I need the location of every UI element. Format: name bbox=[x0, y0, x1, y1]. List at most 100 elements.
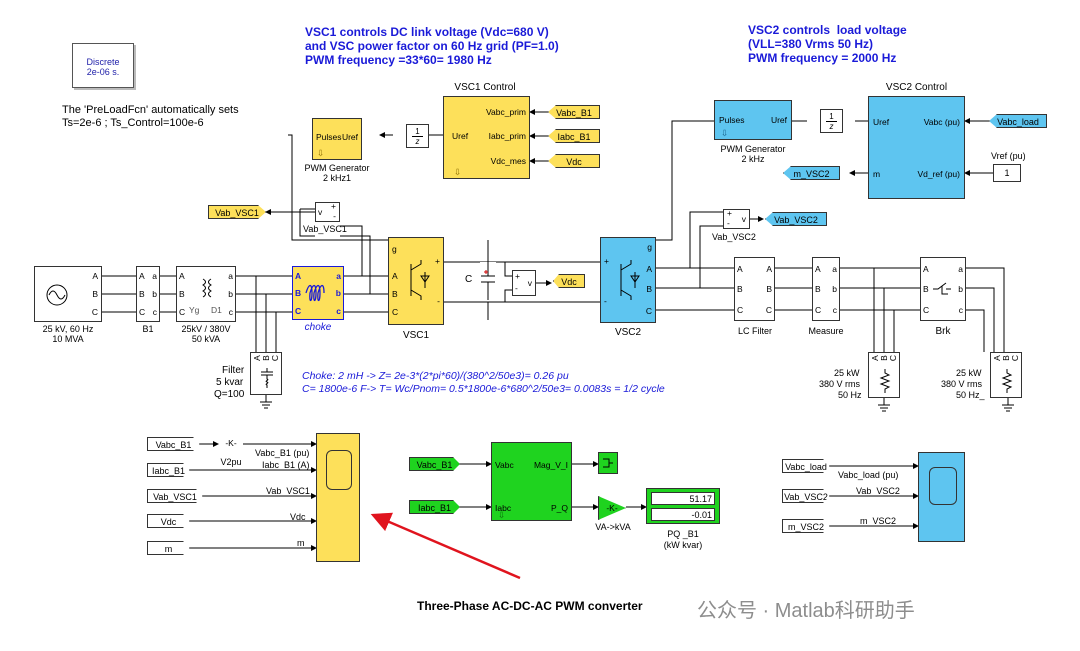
pq-display-q: -0.01 bbox=[651, 508, 715, 521]
from-iabc-b1-1[interactable]: Iabc_B1 bbox=[548, 129, 600, 143]
load-2[interactable]: A B C bbox=[990, 352, 1022, 398]
vmeas2-v-port: v bbox=[741, 214, 746, 224]
capacitor-icon bbox=[481, 262, 495, 300]
from-vab-vsc1[interactable]: Vab_VSC1 bbox=[147, 489, 203, 503]
sig-vab-vsc1: Vab_VSC1 bbox=[266, 486, 310, 496]
load-1[interactable]: A B C bbox=[868, 352, 900, 398]
vsc2-port-plus: + bbox=[604, 256, 609, 266]
vsc1-port-minus: - bbox=[437, 296, 440, 306]
breaker-switch-icon bbox=[933, 282, 951, 295]
from-vab-vsc2[interactable]: Vab_VSC2 bbox=[782, 489, 830, 503]
delay2-den: z bbox=[829, 122, 834, 131]
vsc2-g-port: g bbox=[647, 242, 652, 252]
diagram-title: Three-Phase AC-DC-AC PWM converter bbox=[417, 599, 643, 613]
from-vdc-1[interactable]: Vdc bbox=[548, 154, 600, 168]
unit-delay-1[interactable]: 1 z bbox=[406, 124, 429, 148]
from-iabc-b1-2[interactable]: Iabc_B1 bbox=[147, 463, 190, 477]
from-vabc-load-1[interactable]: Vabc_load bbox=[989, 114, 1047, 128]
b1-out-c: c bbox=[152, 307, 157, 317]
scope-2[interactable] bbox=[918, 452, 965, 542]
vref-constant[interactable]: 1 bbox=[993, 164, 1021, 182]
pq-display[interactable]: 51.17 -0.01 bbox=[646, 488, 720, 524]
terminator[interactable] bbox=[598, 452, 618, 474]
choke-label: choke bbox=[304, 322, 332, 333]
pwm2-pulses-port: Pulses bbox=[719, 115, 745, 125]
pq-out-mag: Mag_V_I bbox=[533, 460, 568, 470]
vdc-measurement[interactable]: + - v bbox=[512, 270, 536, 296]
lc-in-a: A bbox=[737, 264, 743, 274]
scope-1[interactable] bbox=[316, 433, 360, 562]
goto-m-vsc2[interactable]: m_VSC2 bbox=[783, 166, 840, 180]
lc-filter-label: LC Filter bbox=[737, 326, 772, 336]
source-port-c: C bbox=[91, 307, 98, 317]
vmeas1-minus: - bbox=[333, 211, 336, 221]
from-iabc-b1-3[interactable]: Iabc_B1 bbox=[409, 500, 460, 514]
from-vabc-b1-2[interactable]: Vabc_B1 bbox=[147, 437, 200, 451]
lc-out-a: A bbox=[766, 264, 772, 274]
terminator-icon bbox=[603, 458, 613, 468]
from-m-vsc2[interactable]: m_VSC2 bbox=[782, 519, 830, 533]
sig-m-vsc2: m_VSC2 bbox=[860, 516, 897, 526]
from-m[interactable]: m bbox=[147, 541, 190, 555]
filter-block[interactable]: A B C bbox=[250, 352, 282, 395]
from-vabc-b1-1[interactable]: Vabc_B1 bbox=[548, 105, 600, 119]
resistor-icon bbox=[879, 369, 891, 393]
vsc1-ctrl-vabc-port: Vabc_prim bbox=[486, 107, 526, 117]
cap-label: C bbox=[465, 274, 473, 285]
vmeas1-v-port: v bbox=[318, 207, 323, 217]
brk-out-c: c bbox=[958, 305, 963, 315]
meas-in-c: C bbox=[815, 305, 822, 315]
pwm1-label: PWM Generator bbox=[304, 163, 370, 173]
brk-in-c: C bbox=[923, 305, 930, 315]
source-label-2: 10 MVA bbox=[52, 334, 84, 344]
choke-in-b: B bbox=[295, 288, 302, 298]
breaker-block[interactable]: A B C a b c bbox=[920, 257, 966, 321]
from-vabc-b1-3[interactable]: Vabc_B1 bbox=[409, 457, 460, 471]
load2-label-2: 380 V rms bbox=[941, 379, 983, 389]
meas-out-c: c bbox=[832, 305, 837, 315]
choke-inductor[interactable]: A B C a b c bbox=[292, 266, 344, 320]
three-phase-source[interactable]: A B C bbox=[34, 266, 102, 322]
vsc1-control-block[interactable]: Uref Vabc_prim Iabc_prim Vdc_mes ⇩ bbox=[443, 96, 530, 179]
voltage-measurement-vsc1[interactable]: v + - bbox=[315, 201, 340, 222]
source-label-1: 25 kV, 60 Hz bbox=[42, 324, 94, 334]
goto-vab-vsc1[interactable]: Vab_VSC1 bbox=[208, 205, 266, 219]
transformer[interactable]: A B C a b c Yg D1 bbox=[176, 266, 236, 322]
vsc1-converter[interactable]: g A B C + - bbox=[388, 237, 444, 325]
vsc1-ctrl-arrow-icon: ⇩ bbox=[454, 167, 462, 177]
vdc-meas-plus: + bbox=[515, 271, 520, 281]
pwm-generator-1[interactable]: Pulses Uref ⇩ bbox=[312, 118, 362, 160]
from-vdc-2[interactable]: Vdc bbox=[147, 514, 190, 528]
goto-vab-vsc2[interactable]: Vab_VSC2 bbox=[765, 212, 827, 226]
powergui-block[interactable]: Discrete 2e-06 s. bbox=[72, 43, 134, 88]
goto-vdc[interactable]: Vdc bbox=[553, 274, 585, 288]
dc-capacitor[interactable] bbox=[480, 262, 496, 300]
measure-block[interactable]: A B C a b c bbox=[812, 257, 840, 321]
brk-in-b: B bbox=[923, 284, 929, 294]
sig-iabc-b1: Iabc_B1 (A) bbox=[262, 460, 310, 470]
pwm-generator-2[interactable]: Pulses Uref ⇩ bbox=[714, 100, 792, 140]
delay1-den: z bbox=[415, 137, 420, 146]
xfmr-label-1: 25kV / 380V bbox=[181, 324, 231, 334]
choke-out-b: b bbox=[335, 288, 341, 298]
vsc2-converter[interactable]: + - g A B C bbox=[600, 237, 656, 323]
from-vabc-load-2[interactable]: Vabc_load bbox=[782, 459, 830, 473]
vdc-meas-v: v bbox=[527, 278, 532, 288]
vsc2-ctrl-uref-port: Uref bbox=[873, 117, 890, 127]
unit-delay-2[interactable]: 1 z bbox=[820, 109, 843, 133]
vsc2-control-block[interactable]: Uref m Vabc (pu) Vd_ref (pu) bbox=[868, 96, 965, 199]
voltage-measurement-vsc2[interactable]: + - v bbox=[723, 208, 750, 229]
vsc1-annotation: VSC1 controls DC link voltage (Vdc=680 V… bbox=[305, 25, 559, 67]
filter-label-1: Filter bbox=[222, 365, 245, 376]
sig-vabc-b1-pu: Vabc_B1 (pu) bbox=[255, 448, 310, 458]
pq-measurement[interactable]: Vabc Iabc Mag_V_I P_Q ⇩ bbox=[491, 442, 572, 521]
lc-filter-block[interactable]: A B C A B C bbox=[734, 257, 775, 321]
load1-label-1: 25 kW bbox=[834, 368, 860, 378]
pq-display-label: PQ _B1 bbox=[667, 529, 699, 539]
choke-in-c: C bbox=[295, 306, 302, 316]
load1-port-c: C bbox=[888, 354, 899, 362]
pq-display-sub: (kW kvar) bbox=[663, 540, 703, 550]
b1-measurement[interactable]: A B C a b c bbox=[136, 266, 160, 322]
brk-in-a: A bbox=[923, 264, 929, 274]
